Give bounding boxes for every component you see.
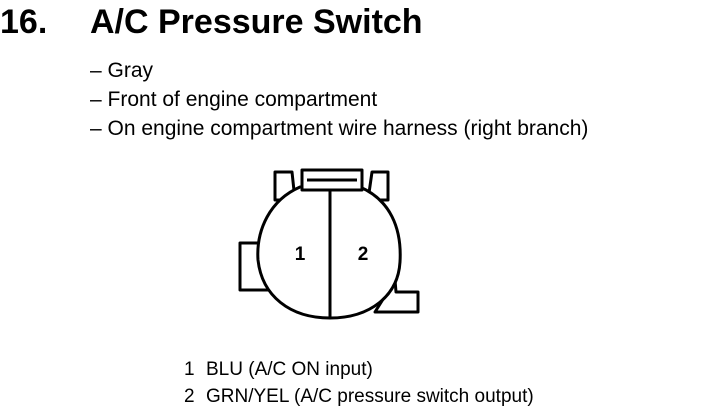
pin-wire: BLU (A/C ON input) bbox=[206, 359, 373, 380]
pin-row: 2 GRN/YEL (A/C pressure switch output) bbox=[184, 383, 534, 410]
detail-list: – Gray – Front of engine compartment – O… bbox=[90, 56, 588, 143]
detail-harness: – On engine compartment wire harness (ri… bbox=[90, 117, 589, 140]
pin-number: 2 bbox=[184, 386, 195, 407]
pin-row: 1 BLU (A/C ON input) bbox=[184, 356, 534, 383]
section-number: 16. bbox=[0, 3, 48, 41]
terminal-label-2: 2 bbox=[358, 244, 369, 265]
pin-legend: 1 BLU (A/C ON input) 2 GRN/YEL (A/C pressu… bbox=[184, 356, 534, 410]
pin-number: 1 bbox=[184, 359, 195, 380]
pin-wire: GRN/YEL (A/C pressure switch output) bbox=[206, 386, 534, 407]
connector-right-tab bbox=[373, 278, 420, 314]
terminal-label-1: 1 bbox=[295, 244, 306, 265]
detail-color: – Gray bbox=[90, 59, 154, 82]
section-title: A/C Pressure Switch bbox=[90, 3, 423, 41]
detail-location: – Front of engine compartment bbox=[90, 88, 378, 111]
